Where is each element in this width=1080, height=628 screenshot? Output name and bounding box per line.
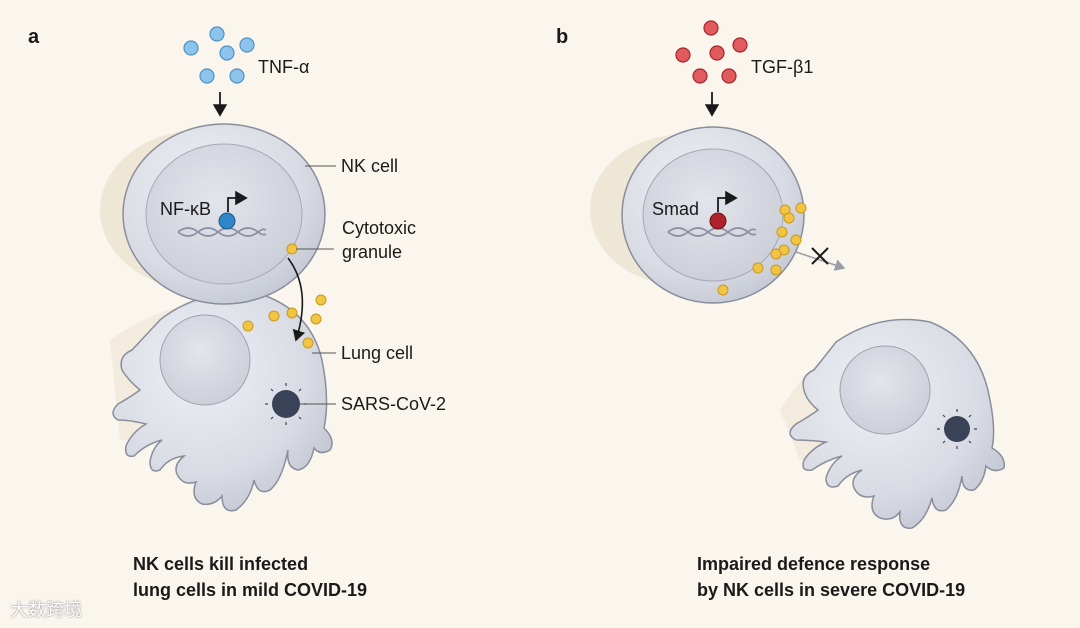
- transcription-arrow-a: [227, 190, 248, 212]
- caption-b-line2: by NK cells in severe COVID-19: [697, 580, 966, 600]
- lung-cell-b-nucleus: [839, 345, 931, 435]
- smad-label: Smad: [652, 199, 700, 219]
- caption-a-line1: NK cells kill infected: [133, 554, 309, 574]
- leader-lines-a: [296, 165, 336, 405]
- lung-cell-b: [789, 318, 1005, 529]
- caption-b: Impaired defence response by NK cells in…: [697, 551, 965, 603]
- granule-release-arrow: [287, 257, 306, 342]
- blocked-release-arrow: [795, 251, 846, 271]
- lung-cell-label: Lung cell: [341, 343, 414, 363]
- caption-a: NK cells kill infected lung cells in mil…: [133, 551, 367, 603]
- tnf-label: TNF-α: [258, 57, 310, 77]
- nfkb-label: NF-κB: [160, 199, 211, 219]
- nfkb-molecule: [218, 212, 236, 230]
- tnf-molecules: [183, 26, 255, 84]
- caption-b-line1: Impaired defence response: [697, 554, 931, 574]
- nk-cell-label: NK cell: [341, 156, 399, 176]
- blocked-x-icon: [811, 247, 829, 265]
- cytotoxic-granule-label: Cytotoxic granule: [342, 218, 417, 262]
- panel-b-letter: b: [556, 26, 569, 48]
- sars-cov-2-virus: [265, 383, 307, 425]
- panel-b-diagram: [590, 20, 1005, 529]
- panel-a-diagram: [100, 26, 336, 512]
- granules-b: [717, 202, 807, 296]
- granules-a: [242, 243, 327, 349]
- caption-a-line2: lung cells in mild COVID-19: [133, 580, 368, 600]
- smad-molecule: [709, 212, 727, 230]
- watermark: 大数跨境: [10, 600, 82, 620]
- panel-a-letter: a: [28, 26, 40, 48]
- tgf-molecules: [675, 20, 748, 84]
- lung-cell-a: [112, 292, 333, 512]
- virus-b: [937, 409, 977, 449]
- lung-cell-a-nucleus: [159, 314, 251, 406]
- sars-cov-2-label: SARS-CoV-2: [341, 394, 447, 414]
- transcription-arrow-b: [717, 190, 738, 212]
- tgf-label: TGF-β1: [751, 57, 814, 77]
